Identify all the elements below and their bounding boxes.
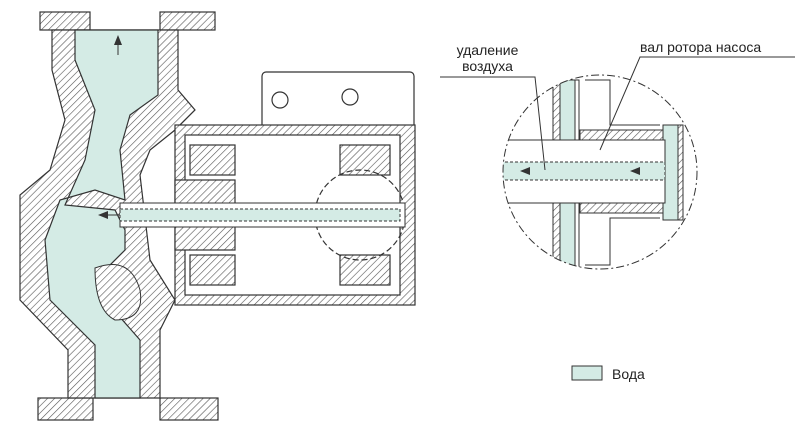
- air-removal-leader: [440, 76, 546, 171]
- air-removal-label: удаление воздуха: [445, 42, 530, 74]
- motor-housing: [174, 71, 416, 306]
- detail-circle: [503, 75, 697, 269]
- legend-water-swatch: [571, 365, 603, 381]
- air-removal-line2: воздуха: [462, 58, 513, 74]
- legend-water-label: Вода: [612, 366, 645, 382]
- rotor-shaft-leader: [599, 56, 795, 151]
- rotor-shaft-label: вал ротора насоса: [640, 39, 762, 55]
- air-removal-line1: удаление: [456, 42, 519, 58]
